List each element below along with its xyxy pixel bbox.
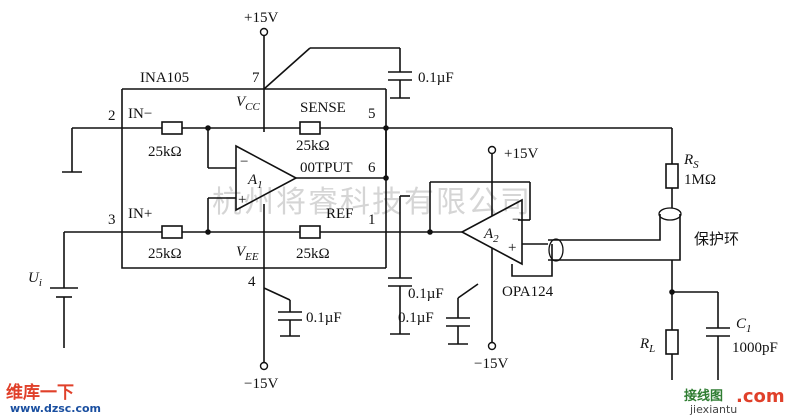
label-vminus-a2: −15V	[474, 356, 508, 372]
label-pin1: 1	[368, 212, 376, 228]
label-sense: SENSE	[300, 100, 346, 116]
label-a2: A2	[483, 226, 499, 245]
label-a2-plus: +	[508, 240, 516, 256]
logo-left: 维库一下 www.dzsc.com	[6, 382, 101, 415]
resistor-r3	[161, 225, 183, 239]
label-ui: Ui	[28, 270, 42, 289]
label-vplus-top: +15V	[244, 10, 278, 26]
label-cap-vee: 0.1µF	[306, 310, 342, 326]
label-vcc: VCC	[236, 94, 261, 113]
logo-left-url: www.dzsc.com	[10, 402, 101, 415]
wire-a2-cap-b	[457, 283, 479, 299]
label-rs-val: 1MΩ	[684, 172, 716, 188]
logo-right: 接线图 .com jiexiantu	[684, 386, 785, 416]
label-a2-minus: −	[512, 212, 520, 228]
label-rs: RS	[683, 152, 699, 171]
a2-feedback-box	[511, 244, 553, 277]
label-c1: C1	[736, 316, 752, 335]
label-r4: 25kΩ	[296, 246, 330, 262]
resistor-r4	[299, 225, 321, 239]
label-cap-a2a: 0.1µF	[408, 286, 444, 302]
label-in-plus: IN+	[128, 206, 152, 222]
label-opa124: OPA124	[502, 284, 554, 300]
label-r1: 25kΩ	[148, 144, 182, 160]
label-r3: 25kΩ	[148, 246, 182, 262]
label-a1-minus: −	[240, 154, 248, 170]
wire-vcc-out	[263, 47, 311, 90]
resistor-rs	[665, 163, 679, 189]
label-in-minus: IN−	[128, 106, 152, 122]
vplus-a2-terminal	[487, 145, 497, 155]
resistor-rl	[665, 329, 679, 355]
wire-vee-cap	[263, 287, 291, 301]
label-pin4: 4	[248, 274, 256, 290]
vplus-top-terminal	[259, 27, 269, 37]
label-pin7: 7	[252, 70, 260, 86]
label-pin2: 2	[108, 108, 116, 124]
label-pin3: 3	[108, 212, 116, 228]
label-vee: VEE	[236, 244, 259, 263]
resistor-r2	[299, 121, 321, 135]
label-output: 00TPUT	[300, 160, 353, 176]
logo-left-text: 维库一下	[6, 382, 74, 403]
label-r2: 25kΩ	[296, 138, 330, 154]
logo-right-com: .com	[736, 386, 785, 407]
logo-right-url: jiexiantu	[689, 403, 737, 416]
label-pin5: 5	[368, 106, 376, 122]
label-a1: A1	[247, 172, 263, 191]
watermark-text: 杭州将睿科技有限公司	[212, 185, 532, 220]
label-pin6: 6	[368, 160, 376, 176]
vminus-bot-terminal	[259, 361, 269, 371]
guard-cable-end-left	[548, 238, 564, 262]
resistor-r1	[161, 121, 183, 135]
label-c1-val: 1000pF	[732, 340, 778, 356]
label-rl: RL	[639, 336, 655, 355]
guard-cable-end-top	[658, 207, 682, 221]
label-vminus-bot: −15V	[244, 376, 278, 392]
node-output	[383, 175, 389, 181]
label-cap-top: 0.1µF	[418, 70, 454, 86]
label-guard: 保护环	[694, 230, 739, 248]
label-ref: REF	[326, 206, 354, 222]
guard-ring-upper	[548, 214, 661, 241]
label-vplus-a2: +15V	[504, 146, 538, 162]
logo-right-text: 接线图	[684, 388, 723, 404]
label-cap-a2b: 0.1µF	[398, 310, 434, 326]
opamp-a1	[235, 144, 298, 212]
label-ina105: INA105	[140, 70, 189, 86]
vminus-a2-terminal	[487, 341, 497, 351]
guard-ring-lower	[548, 214, 681, 261]
label-a1-plus: +	[238, 192, 246, 208]
